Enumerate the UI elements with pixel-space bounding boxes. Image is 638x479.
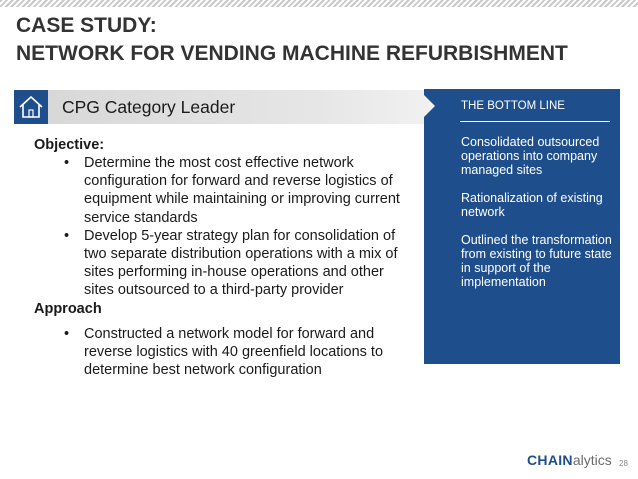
logo-light-text: alytics: [572, 452, 612, 468]
home-icon: [14, 90, 48, 124]
chainalytics-logo: CHAINalytics: [527, 452, 612, 468]
slide-title-line-1: CASE STUDY:: [16, 14, 157, 37]
list-item: Rationalization of existing network: [461, 191, 603, 219]
category-label: CPG Category Leader: [62, 97, 236, 117]
slide-title-line-2: NETWORK FOR VENDING MACHINE REFURBISHMEN…: [16, 42, 568, 65]
bottom-line-list: Consolidated outsourced operations into …: [461, 135, 615, 303]
bottom-line-heading: THE BOTTOM LINE: [461, 100, 565, 112]
page-number: 28: [619, 459, 628, 468]
category-header-bar: [14, 90, 444, 124]
content-block: Objective: Determine the most cost effec…: [34, 136, 414, 379]
objective-list: Determine the most cost effective networ…: [64, 154, 414, 300]
bottom-line-panel: [424, 89, 620, 364]
list-item: Determine the most cost effective networ…: [64, 154, 414, 227]
top-stripe-decoration: [0, 0, 638, 7]
list-item: Constructed a network model for forward …: [64, 325, 414, 380]
logo-strong-text: CHAIN: [527, 452, 573, 468]
approach-heading: Approach: [34, 300, 102, 317]
slide-title: CASE STUDY: NETWORK FOR VENDING MACHINE …: [16, 12, 568, 68]
objective-heading: Objective:: [34, 137, 105, 153]
list-item: Outlined the transformation from existin…: [461, 233, 612, 289]
approach-list: Constructed a network model for forward …: [64, 325, 414, 380]
list-item: Consolidated outsourced operations into …: [461, 135, 600, 177]
bottom-line-divider: [460, 121, 610, 122]
list-item: Develop 5-year strategy plan for consoli…: [64, 227, 414, 300]
